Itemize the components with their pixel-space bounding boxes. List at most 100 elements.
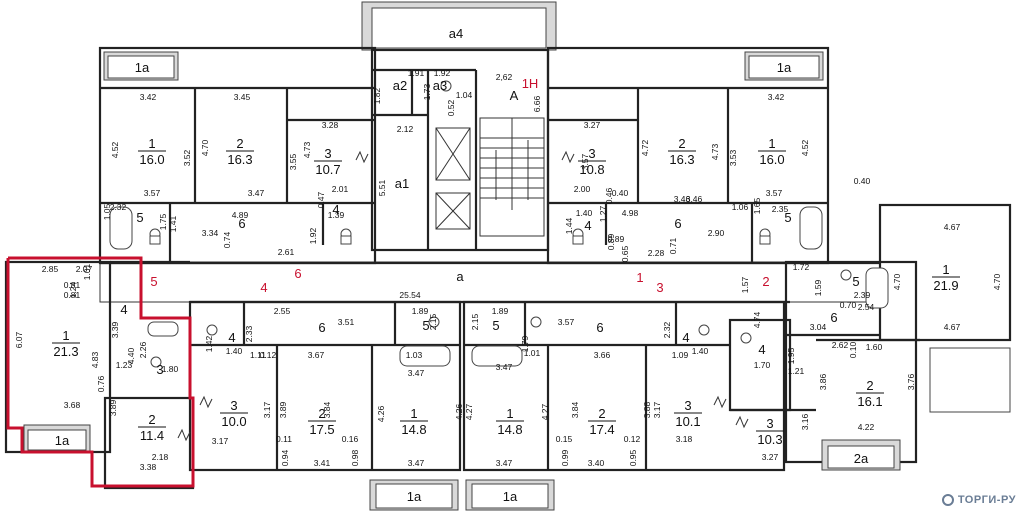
dimension-label: 0.89 bbox=[606, 233, 616, 250]
room-area: 21.9 bbox=[933, 278, 958, 293]
dimension-label: 1.92 bbox=[308, 227, 318, 244]
dimension-label: 0.94 bbox=[280, 449, 290, 466]
dimension-label: 0.95 bbox=[628, 449, 638, 466]
label-a2: a2 bbox=[393, 78, 407, 93]
dimension-label: 4.52 bbox=[800, 139, 810, 156]
dimension-label: 0.47 bbox=[316, 191, 326, 208]
dimension-label: 1.40 bbox=[226, 346, 243, 356]
dimension-label: 4.52 bbox=[110, 141, 120, 158]
dimension-label: 3.42 bbox=[768, 92, 785, 102]
fixtures bbox=[109, 80, 889, 442]
label-stair-1n: 1H bbox=[522, 76, 539, 91]
dimension-label: 1.60 bbox=[866, 342, 883, 352]
dimension-label: 3.51 bbox=[338, 317, 355, 327]
dimension-label: 1.03 bbox=[406, 350, 423, 360]
dimension-label: 2.62 bbox=[832, 340, 849, 350]
room-13: 121.3 bbox=[52, 328, 80, 359]
dimension-label: 0.46 bbox=[604, 187, 614, 204]
dimension-label: 3.34 bbox=[202, 228, 219, 238]
room-area: 17.5 bbox=[309, 422, 334, 437]
dimension-label: 3.47 bbox=[408, 368, 425, 378]
room-number: 5 bbox=[136, 210, 143, 225]
dimension-label: 3.38 bbox=[140, 462, 157, 472]
dimension-label: 2.07 bbox=[76, 264, 93, 274]
room-19: 217.5 bbox=[308, 406, 336, 437]
label-balcony-b1: 1a bbox=[407, 489, 422, 504]
dimension-label: 3.47 bbox=[408, 458, 425, 468]
dimension-label: 4.40 bbox=[126, 347, 136, 364]
room-number: 6 bbox=[596, 320, 603, 335]
dimension-label: 3.52 bbox=[182, 149, 192, 166]
room-number: 6 bbox=[674, 216, 681, 231]
dimension-label: 3.17 bbox=[212, 436, 229, 446]
label-balcony-br: 2a bbox=[854, 451, 869, 466]
dimension-label: 0.76 bbox=[96, 375, 106, 392]
svg-text:6.66: 6.66 bbox=[532, 95, 542, 112]
dimension-label: 3.17 bbox=[262, 401, 272, 418]
room-area: 21.3 bbox=[53, 344, 78, 359]
room-1: 116.0 bbox=[138, 136, 166, 167]
room-18: 310.0 bbox=[220, 398, 248, 429]
dimension-label: 3.68 bbox=[64, 400, 81, 410]
room-number: 1 bbox=[942, 262, 949, 277]
dimension-label: 3.57 bbox=[766, 188, 783, 198]
dimension-label: 3.46 bbox=[674, 194, 691, 204]
room-3: 310.7 bbox=[314, 146, 342, 177]
room-10: 4 bbox=[584, 218, 591, 233]
label-balcony-b2: 1a bbox=[503, 489, 518, 504]
dimension-label: 2.15 bbox=[470, 313, 480, 330]
room-area: 10.8 bbox=[579, 162, 604, 177]
dimension-label: 4.67 bbox=[944, 322, 961, 332]
dimension-label: 4.73 bbox=[302, 141, 312, 158]
room-number: 3 bbox=[766, 416, 773, 431]
dimension-label: 4.27 bbox=[540, 403, 550, 420]
dimension-label: 0.71 bbox=[668, 237, 678, 254]
dimension-label: 4.73 bbox=[710, 143, 720, 160]
room-32: 4 bbox=[758, 342, 765, 357]
label-stair-a: A bbox=[510, 88, 519, 103]
svg-text:1.92: 1.92 bbox=[434, 68, 451, 78]
room-area: 17.4 bbox=[589, 422, 614, 437]
svg-text:5.51: 5.51 bbox=[377, 179, 387, 196]
dimension-label: 4.98 bbox=[622, 208, 639, 218]
room-14: 4 bbox=[120, 302, 127, 317]
dimension-label: 3.47 bbox=[248, 188, 265, 198]
dimension-label: 1.65 bbox=[752, 197, 762, 214]
svg-text:0.52: 0.52 bbox=[446, 99, 456, 116]
dimension-label: 2.61 bbox=[278, 247, 295, 257]
room-23: 5 bbox=[492, 318, 499, 333]
room-area: 10.7 bbox=[315, 162, 340, 177]
room-number: 2 bbox=[678, 136, 685, 151]
dimension-label: 0.40 bbox=[854, 176, 871, 186]
room-27: 310.1 bbox=[674, 398, 702, 429]
dimension-label: 1.72 bbox=[793, 262, 810, 272]
dimension-label: 1.70 bbox=[754, 360, 771, 370]
dimension-label: 1.24 bbox=[68, 281, 78, 298]
dimension-label: 1.40 bbox=[576, 208, 593, 218]
dimension-label: 3.28 bbox=[322, 120, 339, 130]
dimension-label: 1.80 bbox=[162, 364, 179, 374]
dimension-label: 2.15 bbox=[428, 313, 438, 330]
room-number: 1 bbox=[506, 406, 513, 421]
room-area: 10.0 bbox=[221, 414, 246, 429]
dimension-label: 0.40 bbox=[612, 188, 629, 198]
apartment-marker: 2 bbox=[762, 274, 769, 289]
apartment-marker: 1 bbox=[636, 270, 643, 285]
room-33: 216.1 bbox=[856, 378, 884, 409]
room-number: 2 bbox=[318, 406, 325, 421]
dimension-label: 4.72 bbox=[640, 139, 650, 156]
label-balcony-tr: 1a bbox=[777, 60, 792, 75]
dimension-label: 1.23 bbox=[116, 360, 133, 370]
room-16: 211.4 bbox=[138, 412, 166, 443]
dimension-label: 2.01 bbox=[332, 184, 349, 194]
room-number: 6 bbox=[318, 320, 325, 335]
dimension-label: 1.59 bbox=[813, 279, 823, 296]
dimension-label: 3.76 bbox=[906, 373, 916, 390]
room-area: 14.8 bbox=[401, 422, 426, 437]
dimension-label: 4.22 bbox=[858, 422, 875, 432]
highlighted-apartment-outline bbox=[6, 256, 195, 488]
room-number: 4 bbox=[228, 330, 235, 345]
dimension-label: 1.95 bbox=[786, 347, 796, 364]
room-number: 4 bbox=[758, 342, 765, 357]
